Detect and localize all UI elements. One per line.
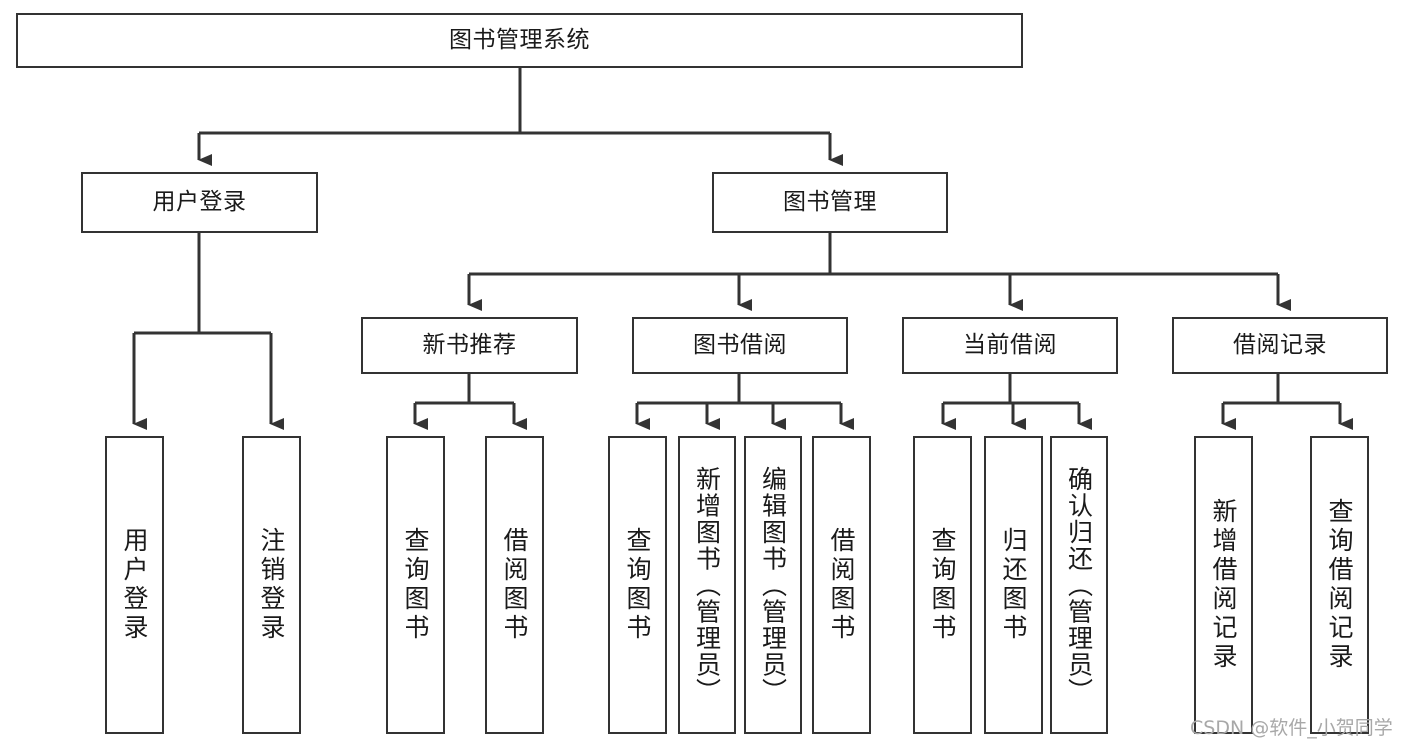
- node-leaf-edit-book-label: 编辑图书（管理员）: [758, 465, 788, 705]
- node-leaf-add-borrow-record[interactable]: 新增借阅记录: [1194, 436, 1253, 734]
- node-leaf-confirm-return-label: 确认归还（管理员）: [1064, 465, 1094, 705]
- node-borrow-records-label: 借阅记录: [1233, 331, 1327, 358]
- node-user-login-label: 用户登录: [152, 188, 247, 215]
- node-leaf-logout-label: 注销登录: [257, 527, 286, 643]
- node-leaf-user-login[interactable]: 用户登录: [105, 436, 164, 734]
- node-root-label: 图书管理系统: [449, 26, 590, 53]
- node-book-borrow[interactable]: 图书借阅: [632, 317, 848, 374]
- node-book-borrow-label: 图书借阅: [693, 331, 787, 358]
- node-new-book-recommend[interactable]: 新书推荐: [361, 317, 578, 374]
- node-leaf-query-book-current-label: 查询图书: [928, 527, 957, 643]
- node-leaf-query-book-current[interactable]: 查询图书: [913, 436, 972, 734]
- node-root[interactable]: 图书管理系统: [16, 13, 1023, 68]
- node-borrow-records[interactable]: 借阅记录: [1172, 317, 1388, 374]
- node-leaf-confirm-return[interactable]: 确认归还（管理员）: [1050, 436, 1108, 734]
- node-new-book-recommend-label: 新书推荐: [422, 331, 517, 358]
- node-leaf-borrow-book-label: 借阅图书: [827, 527, 856, 643]
- node-leaf-query-borrow-record-label: 查询借阅记录: [1325, 498, 1354, 672]
- node-leaf-add-book[interactable]: 新增图书（管理员）: [678, 436, 736, 734]
- node-book-management[interactable]: 图书管理: [712, 172, 948, 233]
- node-leaf-borrow-book-recommend-label: 借阅图书: [500, 527, 529, 643]
- node-leaf-query-book-recommend[interactable]: 查询图书: [386, 436, 445, 734]
- node-leaf-add-book-label: 新增图书（管理员）: [692, 465, 722, 705]
- node-leaf-query-borrow-record[interactable]: 查询借阅记录: [1310, 436, 1369, 734]
- node-leaf-edit-book[interactable]: 编辑图书（管理员）: [744, 436, 802, 734]
- node-leaf-logout[interactable]: 注销登录: [242, 436, 301, 734]
- node-leaf-borrow-book-recommend[interactable]: 借阅图书: [485, 436, 544, 734]
- node-current-borrow-label: 当前借阅: [963, 331, 1057, 358]
- node-leaf-return-book-label: 归还图书: [999, 527, 1028, 643]
- node-leaf-borrow-book[interactable]: 借阅图书: [812, 436, 871, 734]
- csdn-watermark: CSDN @软件_小贺同学: [1190, 717, 1393, 739]
- node-leaf-query-book-borrow-label: 查询图书: [623, 527, 652, 643]
- node-leaf-query-book-borrow[interactable]: 查询图书: [608, 436, 667, 734]
- node-current-borrow[interactable]: 当前借阅: [902, 317, 1118, 374]
- node-book-management-label: 图书管理: [783, 188, 877, 215]
- node-leaf-user-login-label: 用户登录: [120, 527, 149, 643]
- node-user-login[interactable]: 用户登录: [81, 172, 318, 233]
- node-leaf-add-borrow-record-label: 新增借阅记录: [1209, 498, 1238, 672]
- node-leaf-return-book[interactable]: 归还图书: [984, 436, 1043, 734]
- node-leaf-query-book-recommend-label: 查询图书: [401, 527, 430, 643]
